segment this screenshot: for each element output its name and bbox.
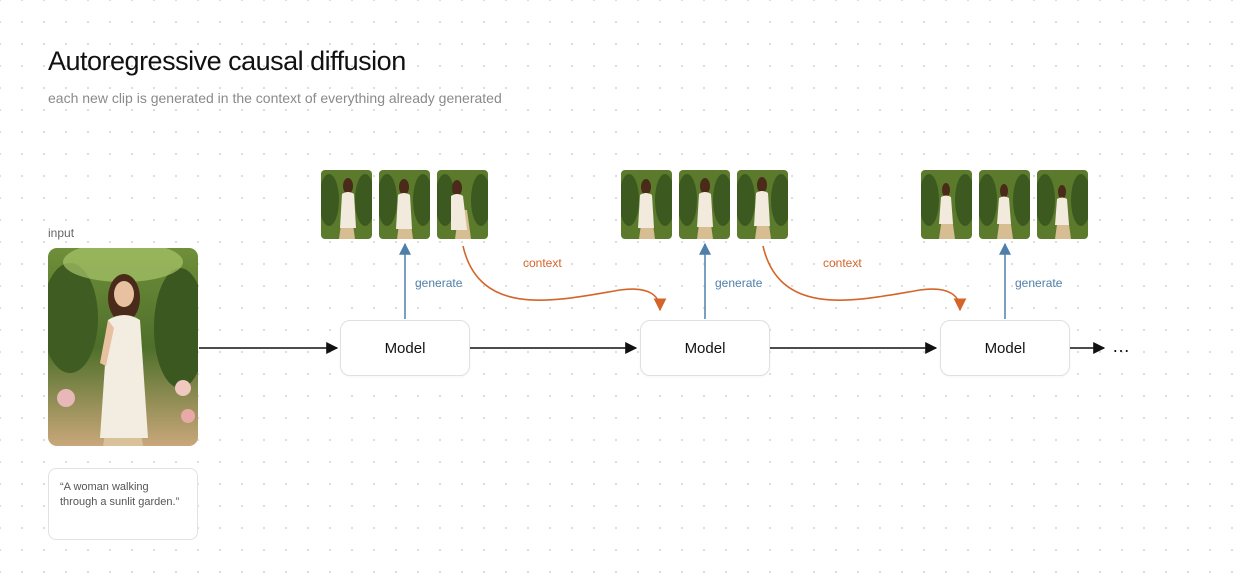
clip2-frame <box>621 170 672 239</box>
clip2-frame <box>679 170 730 239</box>
context-arrow-2 <box>762 245 967 312</box>
generate-label: generate <box>415 276 463 290</box>
context-label: context <box>823 256 862 270</box>
clip1-frame <box>379 170 430 239</box>
model-node-3: Model <box>940 320 1070 376</box>
page-subtitle: each new clip is generated in the contex… <box>48 90 502 106</box>
generate-label: generate <box>715 276 763 290</box>
prompt-caption: “A woman walking through a sunlit garden… <box>48 468 198 540</box>
clip1-frame <box>437 170 488 239</box>
clip3-frame <box>1037 170 1088 239</box>
model-node-2: Model <box>640 320 770 376</box>
generate-label: generate <box>1015 276 1063 290</box>
input-label: input <box>48 226 75 240</box>
model-node-1: Model <box>340 320 470 376</box>
clip1-frame <box>321 170 372 239</box>
clip3-frame <box>921 170 972 239</box>
clip3-frame <box>979 170 1030 239</box>
clip2-frame <box>737 170 788 239</box>
page-title: Autoregressive causal diffusion <box>48 46 406 76</box>
context-label: context <box>523 256 562 270</box>
input-image <box>48 248 198 446</box>
continuation-ellipsis: … <box>1112 336 1131 356</box>
context-arrow-1 <box>462 245 667 312</box>
